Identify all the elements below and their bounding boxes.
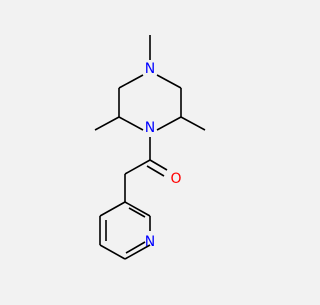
bond-pyridine-5 xyxy=(124,201,151,217)
bond-n-ring-upper-right xyxy=(156,74,182,89)
bond-carbonyl-o-2 xyxy=(146,165,165,177)
bond-pyridine-4 xyxy=(124,244,151,260)
bond-pyridine-1 xyxy=(99,201,126,217)
bond-n-ring-upper-left xyxy=(118,74,144,89)
molecule-canvas: N N O N xyxy=(94,35,206,260)
bond-pyridine-3 xyxy=(99,244,126,260)
bond-ring-lower-right xyxy=(156,116,182,131)
atom-n-piperazine-top: N xyxy=(145,61,155,77)
atom-n-pyridine: N xyxy=(145,234,155,250)
bond-carbonyl-o-1 xyxy=(149,159,168,171)
molecule-structure: N N O N xyxy=(94,35,206,260)
bond-ring-lower-left xyxy=(118,116,144,131)
bond-right-methyl xyxy=(180,116,206,131)
bond-carbonyl-ch2 xyxy=(124,159,151,175)
atom-n-piperazine-bottom: N xyxy=(145,120,155,136)
aromatic-bond-3 xyxy=(128,207,146,218)
bond-left-methyl xyxy=(94,116,120,131)
atom-o-carbonyl: O xyxy=(170,171,181,187)
aromatic-bond-2 xyxy=(125,241,146,254)
